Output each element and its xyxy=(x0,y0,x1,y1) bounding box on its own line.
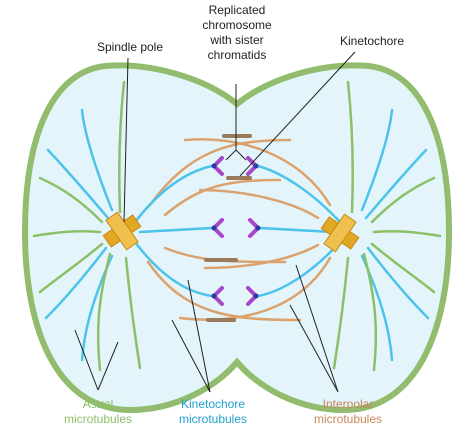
astral-microtubules xyxy=(32,80,442,372)
label-interpolar-line1: Interpolar xyxy=(323,397,374,411)
label-replicated-line3: with sister xyxy=(209,33,263,47)
blue-ray-l2 xyxy=(46,148,110,220)
blue-ray-r4 xyxy=(366,246,430,320)
astral-mt-l4 xyxy=(38,242,104,294)
centriole-left-b xyxy=(105,211,139,251)
astral-mt-r4 xyxy=(370,242,436,294)
kinetochore-mt-2 xyxy=(256,164,342,224)
kinetochore-dot-1 xyxy=(211,163,217,169)
interpolar-mt-3 xyxy=(163,178,282,217)
interpolar-mt-8 xyxy=(178,256,332,321)
astral-mt-l1 xyxy=(117,80,126,214)
blue-ray-l1 xyxy=(80,108,114,212)
overlap-band-bottom xyxy=(206,318,236,322)
kinetochore-dot-2 xyxy=(253,163,259,169)
spindle-pole-left xyxy=(102,211,142,251)
astral-mt-r3 xyxy=(372,229,442,238)
leader-replicated-r xyxy=(235,149,247,161)
astral-mt-l2 xyxy=(38,176,104,224)
leader-interpolar-2 xyxy=(295,264,339,393)
kinetochore-dot-6 xyxy=(253,293,259,299)
kinetochore-mt-4 xyxy=(258,226,334,234)
interpolar-mt-6 xyxy=(203,243,320,270)
blue-ray-l4 xyxy=(44,246,108,320)
label-spindle-pole: Spindle pole xyxy=(97,40,163,54)
cell-membrane xyxy=(21,62,453,414)
label-replicated-line2: chromosome xyxy=(202,18,272,32)
astral-mt-r6 xyxy=(332,256,350,370)
interpolar-mt-7 xyxy=(146,260,302,322)
centriole-right-b xyxy=(323,213,357,253)
label-astral-line1: Astral xyxy=(83,397,114,411)
leader-kinetochore-mt-2 xyxy=(187,279,211,393)
kinetochore-dot-4 xyxy=(255,225,261,231)
overlap-band-upper xyxy=(226,176,252,180)
kinetochore-dot-3 xyxy=(211,225,217,231)
leader-spindle-pole xyxy=(123,57,129,223)
leader-astral-1 xyxy=(74,329,99,391)
kinetochore-dot-5 xyxy=(211,293,217,299)
spindle-pole-right xyxy=(320,213,360,253)
leader-astral-2 xyxy=(97,341,119,391)
labels: Replicated chromosome with sister chroma… xyxy=(64,3,404,426)
kinetochore-mt-1 xyxy=(133,164,214,224)
kinetochore-mt-6 xyxy=(256,240,342,298)
interpolar-mt-4 xyxy=(198,188,320,220)
kinetochore-mt-3 xyxy=(138,226,214,234)
overlap-band-top xyxy=(222,134,252,138)
cell xyxy=(21,62,453,414)
label-replicated-line1: Replicated xyxy=(209,3,266,17)
label-kinetochore-mt-line2: microtubules xyxy=(179,412,247,426)
interpolar-mt-1 xyxy=(148,138,292,207)
overlap-band-lower xyxy=(204,258,238,262)
overlap-markers xyxy=(204,134,252,322)
label-astral-line2: microtubules xyxy=(64,412,132,426)
leader-kinetochore-mt-1 xyxy=(171,319,211,393)
astral-mt-l3 xyxy=(32,229,102,238)
astral-mt-r5 xyxy=(362,252,378,372)
astral-mt-r1 xyxy=(346,80,355,214)
kinetochore-mt-5 xyxy=(133,240,214,298)
interpolar-mt-2 xyxy=(183,138,332,207)
interpolar-microtubules xyxy=(146,138,332,322)
leader-lines xyxy=(74,51,356,393)
astral-mt-r2 xyxy=(370,176,436,224)
astral-mt-l6 xyxy=(124,256,142,370)
blue-ray-r2 xyxy=(364,148,428,220)
label-interpolar-line2: microtubules xyxy=(314,412,382,426)
kinetochores xyxy=(211,163,261,299)
kinetochore-microtubules-spindle xyxy=(133,164,342,298)
leader-interpolar-1 xyxy=(289,304,339,393)
leader-replicated-l xyxy=(225,149,237,161)
astral-mt-l5 xyxy=(96,252,112,372)
blue-ray-r1 xyxy=(360,108,394,212)
label-replicated-line4: chromatids xyxy=(208,48,267,62)
leader-kinetochore xyxy=(239,51,356,177)
label-kinetochore: Kinetochore xyxy=(340,34,404,48)
cell-membrane-inner xyxy=(23,64,451,412)
label-kinetochore-mt-line1: Kinetochore xyxy=(181,397,245,411)
